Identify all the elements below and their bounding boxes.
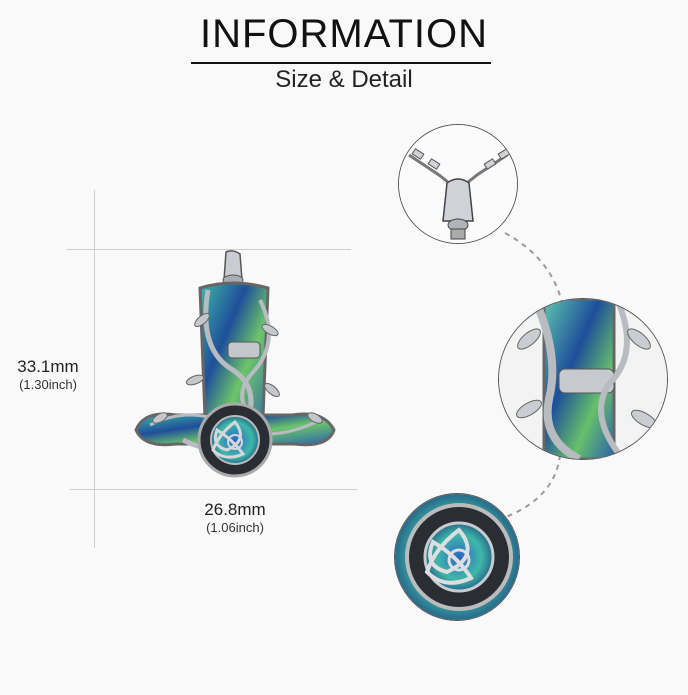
handle-detail-circle [498, 298, 668, 460]
bail-chain-detail-circle [398, 124, 518, 244]
title-underline [191, 62, 491, 64]
height-inch: (1.30inch) [19, 377, 77, 392]
bottom-guide-line [70, 489, 357, 490]
vertical-guide-line [94, 190, 95, 548]
top-guide-line [66, 249, 351, 250]
chain-bail-closeup [399, 125, 517, 243]
width-mm: 26.8mm [204, 500, 266, 519]
vine-handle-closeup [499, 299, 667, 459]
page-title: INFORMATION [199, 12, 488, 56]
height-mm: 33.1mm [17, 357, 79, 376]
height-dimension: 33.1mm (1.30inch) [0, 357, 96, 392]
medallion-detail-circle [394, 493, 520, 621]
triquetra-medallion-closeup [395, 494, 519, 620]
width-inch: (1.06inch) [206, 520, 264, 535]
hammer-pendant-image [134, 250, 336, 478]
width-dimension: 26.8mm (1.06inch) [175, 500, 295, 535]
page-subtitle: Size & Detail [275, 66, 413, 93]
